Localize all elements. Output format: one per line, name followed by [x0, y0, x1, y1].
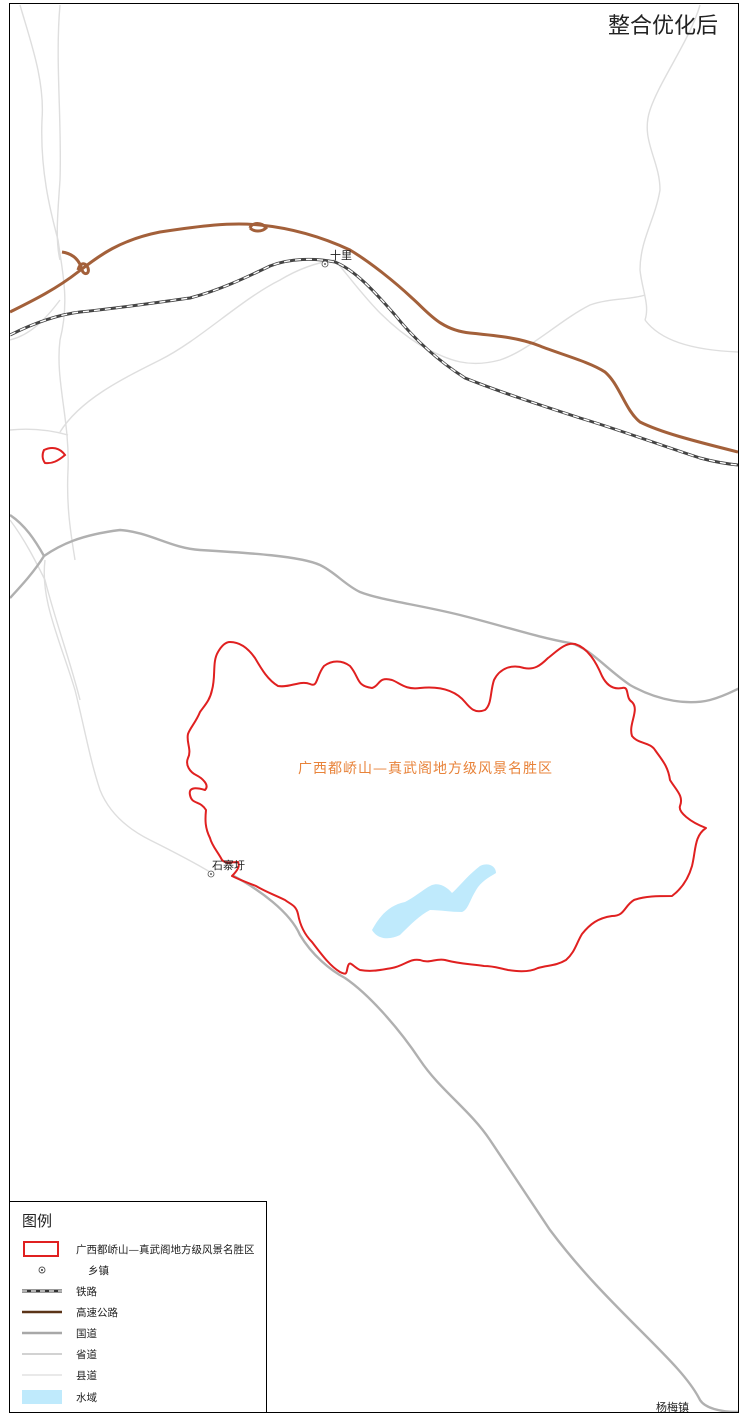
national-road: [10, 528, 738, 704]
legend-label: 广西都峤山—真武阁地方级风景名胜区: [76, 1244, 255, 1256]
map-frame: [9, 3, 739, 1413]
expressway-ramp: [248, 222, 268, 233]
water-symbol-icon: [22, 1390, 62, 1404]
town-marker-shizhaixu: [207, 870, 215, 878]
legend-label: 高速公路: [76, 1307, 118, 1319]
legend-label: 省道: [76, 1349, 97, 1361]
county-road: [10, 428, 69, 436]
national-road-symbol-icon: [22, 1331, 62, 1335]
legend-label: 国道: [76, 1328, 97, 1340]
town-markers: [207, 260, 329, 878]
county-roads: [10, 4, 738, 873]
county-road: [19, 4, 76, 561]
legend-label: 水域: [76, 1392, 97, 1404]
county-road: [644, 319, 738, 353]
expressway-ramp: [61, 250, 90, 276]
expressway-symbol-icon: [22, 1310, 62, 1314]
map-legend: 图例 广西都峤山—真武阁地方级风景名胜区 乡镇 铁路 高速公路 国道: [9, 1201, 267, 1413]
legend-label: 乡镇: [88, 1265, 109, 1277]
legend-label: 铁路: [76, 1286, 97, 1298]
town-symbol-icon: [38, 1266, 46, 1274]
map-title: 整合优化后: [607, 14, 718, 39]
legend-item-town: 乡镇: [22, 1261, 262, 1279]
legend-title: 图例: [22, 1212, 53, 1230]
provincial-road-symbol-icon: [22, 1353, 62, 1355]
county-road: [43, 559, 151, 841]
place-label-shili: 十里: [330, 249, 352, 262]
county-road: [10, 519, 81, 701]
town-marker-shili: [321, 260, 329, 268]
county-road: [56, 4, 62, 261]
county-road: [639, 4, 701, 321]
county-road: [334, 259, 646, 365]
national-road: [10, 514, 46, 557]
legend-item-railway: 铁路: [22, 1282, 262, 1300]
legend-item-county-road: 县道: [22, 1366, 262, 1384]
county-road: [10, 299, 61, 341]
legend-label: 县道: [76, 1370, 97, 1382]
water-body: [372, 864, 496, 939]
scenic-area-parcel[interactable]: [41, 446, 67, 465]
legend-item-provincial-road: 省道: [22, 1345, 262, 1363]
county-road: [149, 839, 211, 873]
national-roads: [10, 514, 738, 1412]
railways: [10, 257, 738, 467]
expressways: [10, 222, 738, 454]
expressway: [10, 222, 738, 454]
legend-item-national-road: 国道: [22, 1324, 262, 1342]
scenic-area-label: 广西都峤山—真武阁地方级风景名胜区: [298, 761, 553, 777]
legend-item-water: 水域: [22, 1388, 262, 1406]
place-label-yangmeizhen: 杨梅镇: [656, 1401, 689, 1414]
railway-dash: [10, 258, 738, 466]
county-road-symbol-icon: [22, 1374, 62, 1376]
national-road: [231, 873, 738, 1412]
legend-item-expressway: 高速公路: [22, 1303, 262, 1321]
legend-item-boundary: 广西都峤山—真武阁地方级风景名胜区: [22, 1240, 262, 1258]
place-label-shizhaixu: 石寨圩: [212, 859, 245, 872]
scenic-area-boundary[interactable]: [186, 641, 707, 975]
county-road: [59, 259, 336, 433]
boundary-symbol-icon: [23, 1241, 59, 1257]
railway-symbol-icon: [22, 1289, 62, 1293]
